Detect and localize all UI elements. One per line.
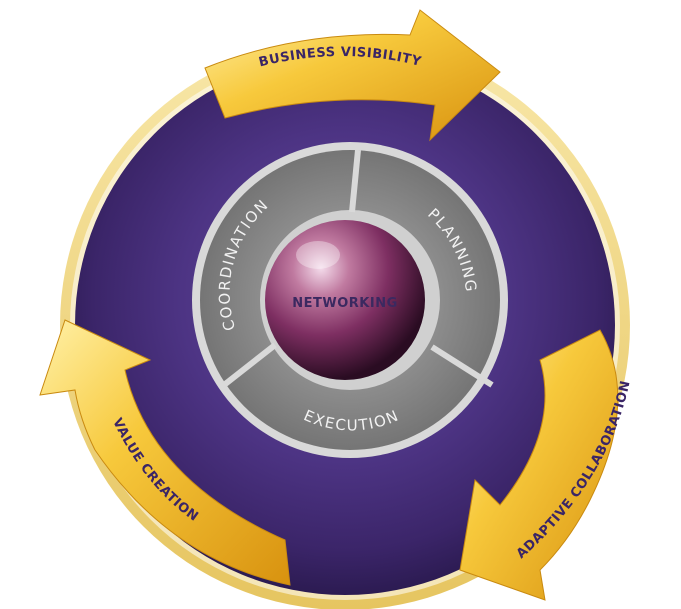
- arrow-business-visibility: [204, 9, 501, 142]
- networking-sphere: [265, 220, 425, 380]
- core-label-networking: NETWORKING: [292, 296, 398, 311]
- arrow-value-creation: [39, 319, 291, 586]
- sphere-highlight: [296, 241, 340, 269]
- arrow-adaptive-collaboration: [459, 329, 619, 601]
